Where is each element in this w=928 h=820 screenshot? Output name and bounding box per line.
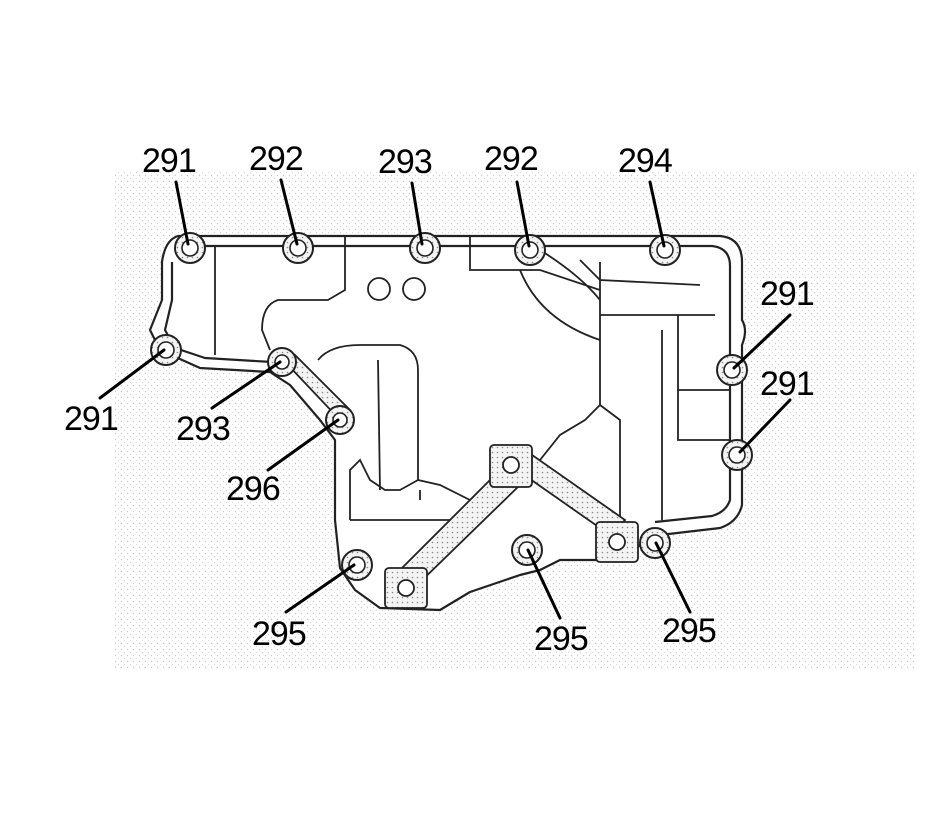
callout-label: 292 — [484, 140, 538, 178]
pan-interior — [214, 236, 730, 521]
callout-label: 293 — [378, 143, 432, 181]
callout-label: 295 — [252, 615, 306, 653]
leader-line — [210, 360, 282, 410]
callout-label: 296 — [226, 470, 280, 508]
leader-line — [515, 180, 531, 248]
leader-line — [174, 180, 190, 246]
callout-labels: 291 292 293 292 294 291 291 291 293 296 … — [64, 140, 815, 658]
leader-line — [654, 541, 692, 614]
leader-line — [526, 548, 562, 620]
leader-line — [738, 398, 792, 454]
callout-label: 294 — [618, 142, 672, 180]
leader-lines — [98, 178, 792, 620]
callout-label: 291 — [760, 275, 814, 313]
leader-line — [410, 181, 424, 246]
leader-line — [284, 563, 356, 614]
callout-label: 295 — [662, 612, 716, 650]
support-braces — [286, 353, 639, 609]
leader-line — [98, 348, 166, 400]
leader-line — [732, 313, 792, 370]
drain-holes — [367, 277, 426, 301]
callout-label: 295 — [534, 620, 588, 658]
callout-label: 292 — [249, 140, 303, 178]
brace-holes — [397, 456, 626, 597]
leader-line — [648, 180, 666, 248]
callout-label: 291 — [142, 142, 196, 180]
bolt-heads — [157, 239, 746, 574]
callout-label: 291 — [64, 400, 118, 438]
callout-label: 293 — [176, 410, 230, 448]
leader-line — [266, 418, 340, 472]
callout-label: 291 — [760, 365, 814, 403]
leader-line — [279, 178, 299, 246]
